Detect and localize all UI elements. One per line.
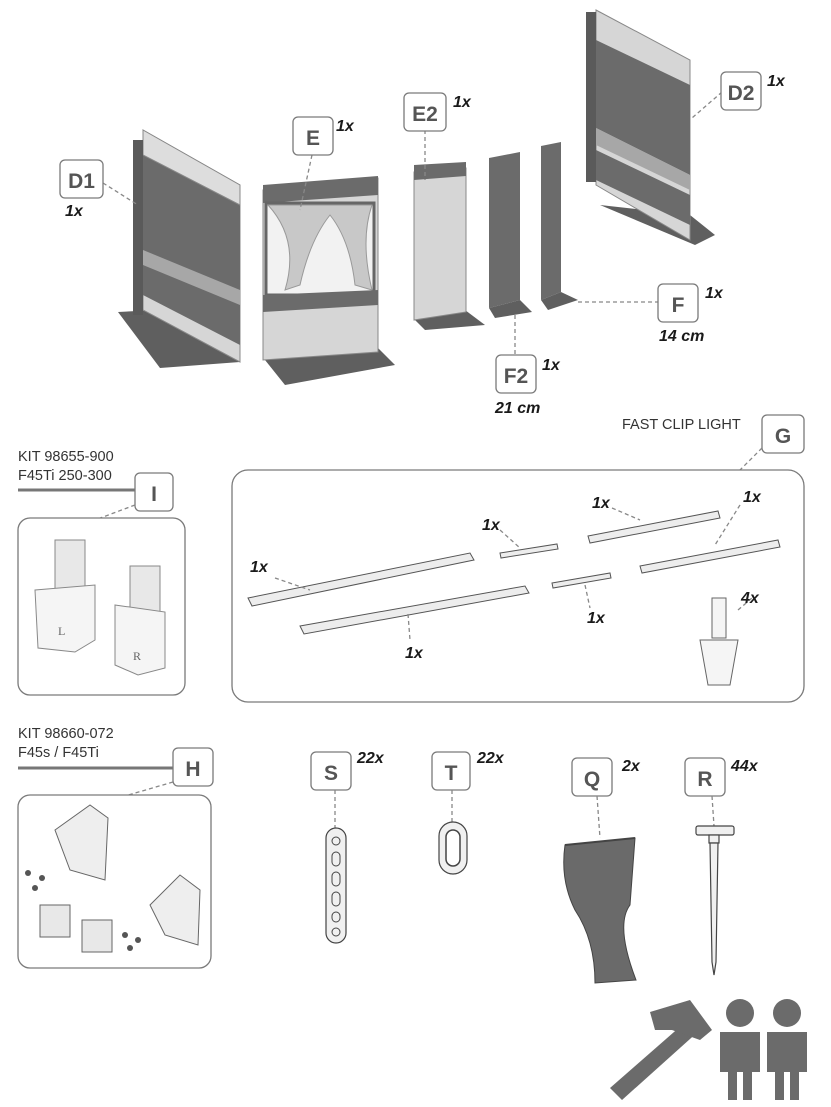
bracket-hardware — [25, 804, 201, 953]
label-t: T — [431, 751, 471, 791]
label-r: R — [684, 757, 726, 797]
fast-clip-title: FAST CLIP LIGHT — [622, 417, 741, 433]
end-cap-right: R — [114, 565, 166, 676]
label-f: F — [657, 283, 699, 323]
rail-long-bottom — [299, 585, 530, 641]
label-f2: F2 — [495, 354, 537, 394]
panel-e2 — [413, 162, 485, 330]
svg-text:E2: E2 — [412, 103, 438, 126]
qty-f2: 1x — [542, 357, 561, 374]
rail-short-upper — [499, 529, 559, 559]
curtain — [563, 837, 637, 984]
qty-rail-mid-lower: 1x — [743, 489, 762, 506]
qty-rail-long-top: 1x — [250, 559, 269, 576]
label-h: H — [172, 747, 214, 787]
label-i: I — [134, 472, 174, 512]
qty-connector: 4x — [740, 590, 760, 607]
svg-text:G: G — [775, 425, 791, 448]
rail-mid-lower — [639, 504, 781, 574]
end-cap-left: L — [34, 539, 96, 653]
label-g: G — [761, 414, 805, 454]
panel-d1 — [118, 129, 241, 368]
svg-text:D1: D1 — [68, 170, 95, 193]
eyelet-ring — [438, 821, 468, 875]
panel-f — [541, 142, 578, 310]
qty-r: 44x — [730, 758, 759, 775]
svg-text:R: R — [133, 649, 141, 663]
qty-q: 2x — [621, 758, 641, 775]
kit-h-model: F45s / F45Ti — [18, 745, 99, 761]
qty-rail-short-upper: 1x — [482, 517, 501, 534]
label-d1: D1 — [59, 159, 104, 199]
qty-e2: 1x — [453, 94, 472, 111]
connector-pin — [699, 597, 753, 686]
qty-rail-short-lower: 1x — [587, 610, 606, 627]
label-d2: D2 — [720, 71, 762, 111]
kit-i-number: KIT 98655-900 — [18, 449, 114, 465]
svg-text:I: I — [151, 483, 157, 506]
qty-d2: 1x — [767, 73, 786, 90]
qty-s: 22x — [356, 750, 385, 767]
qty-rail-mid-upper: 1x — [592, 495, 611, 512]
kit-i-model: F45Ti 250-300 — [18, 468, 112, 484]
qty-e: 1x — [336, 118, 355, 135]
rail-short-lower — [551, 572, 612, 609]
size-f2: 21 cm — [494, 400, 540, 417]
svg-text:R: R — [697, 768, 712, 791]
svg-text:Q: Q — [584, 768, 600, 791]
qty-f: 1x — [705, 285, 724, 302]
panel-d2 — [586, 9, 715, 245]
svg-text:S: S — [324, 762, 338, 785]
kit-h-number: KIT 98660-072 — [18, 726, 114, 742]
svg-text:T: T — [445, 762, 458, 785]
tension-strap — [325, 827, 347, 944]
svg-text:D2: D2 — [728, 82, 755, 105]
svg-text:F: F — [672, 294, 685, 317]
size-f: 14 cm — [659, 328, 704, 345]
label-e: E — [292, 116, 334, 156]
qty-rail-long-bottom: 1x — [405, 645, 424, 662]
hammer-icon — [610, 1000, 712, 1100]
qty-t: 22x — [476, 750, 505, 767]
svg-text:F2: F2 — [504, 365, 529, 388]
qty-d1: 1x — [65, 203, 84, 220]
svg-text:E: E — [306, 127, 320, 150]
panel-e — [262, 176, 395, 385]
label-s: S — [310, 751, 352, 791]
ground-peg — [695, 825, 735, 976]
rail-mid-upper — [587, 507, 721, 544]
rail-long-top — [247, 552, 475, 607]
svg-text:H: H — [185, 758, 200, 781]
label-q: Q — [571, 757, 613, 797]
two-persons-icon — [720, 999, 807, 1100]
label-e2: E2 — [403, 92, 447, 132]
panel-f2 — [489, 152, 532, 318]
svg-text:L: L — [58, 624, 65, 638]
